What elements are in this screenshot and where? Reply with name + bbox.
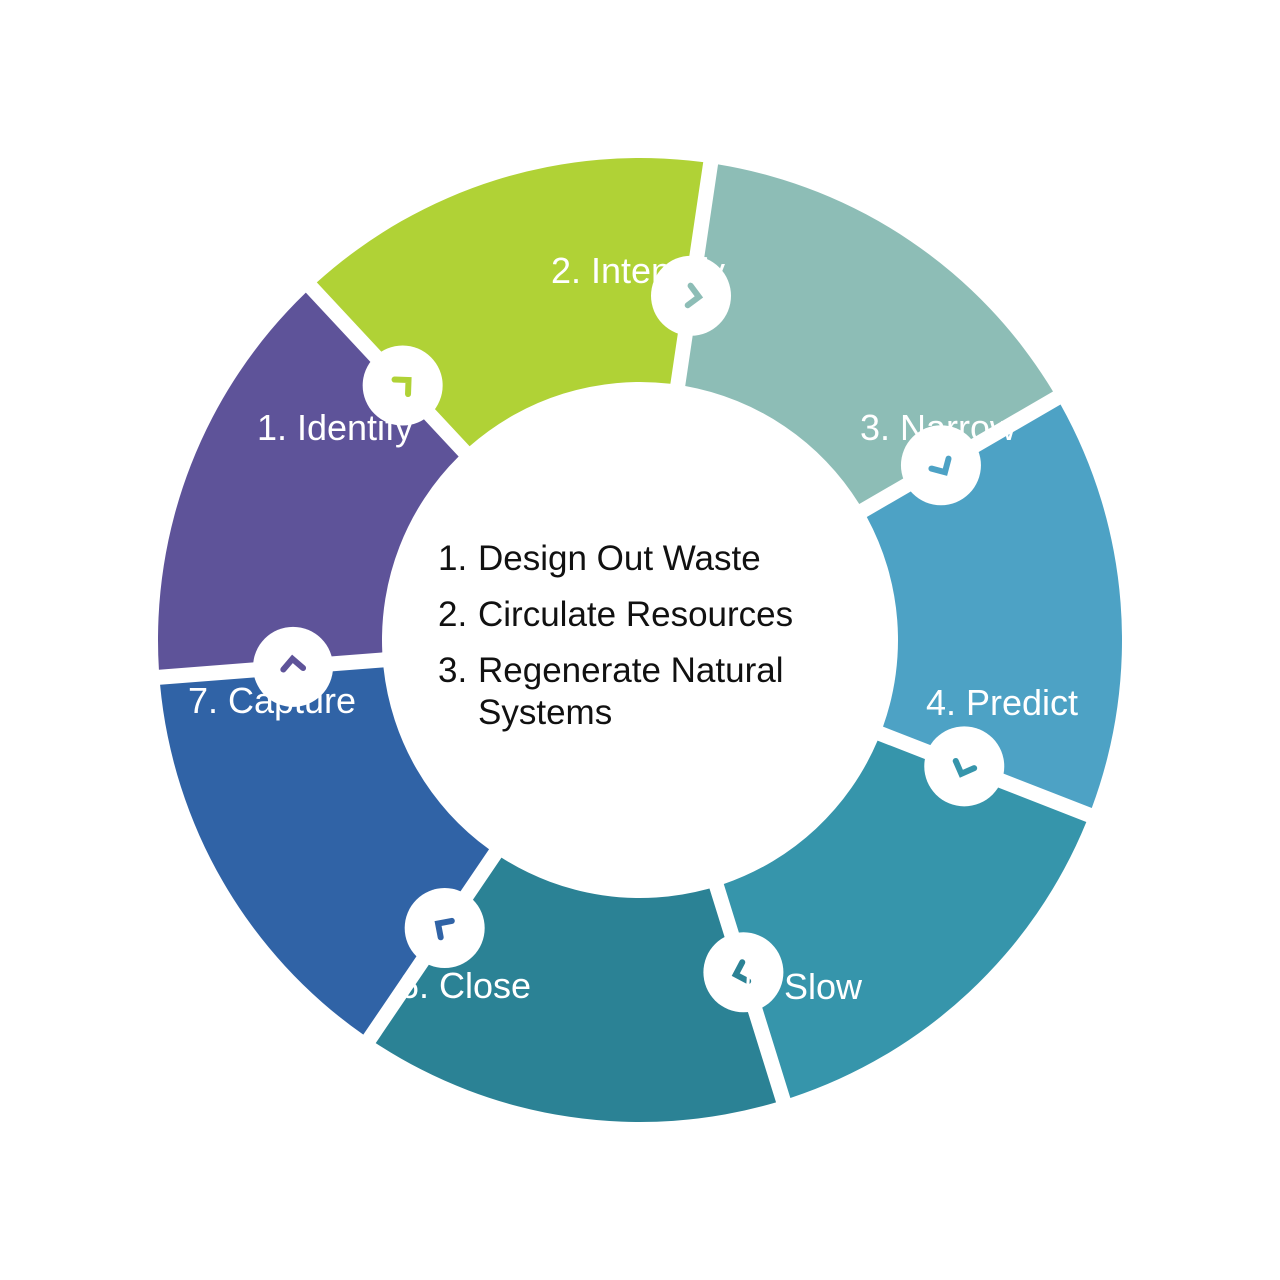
- connector-circle: [362, 345, 443, 426]
- principle-item: 3. Regenerate Natural Systems: [438, 650, 868, 734]
- segments-layer: [158, 158, 1122, 1123]
- principle-number: 2.: [438, 595, 468, 634]
- connector-circle: [404, 888, 485, 969]
- chevron-icon: [391, 376, 412, 398]
- chevron-icon: [280, 654, 307, 673]
- principle-item: 1. Design Out Waste: [438, 538, 868, 580]
- segment-predict: [723, 740, 1087, 1098]
- labels-layer: 1. Identify 2. Intensify 3. Narrow 4. Pr…: [188, 250, 1078, 1007]
- connector-circle: [703, 932, 784, 1013]
- connector-arrow-icon: [362, 345, 443, 426]
- segment-narrow: [866, 404, 1122, 808]
- principle-number: 1.: [438, 539, 468, 578]
- connector-circle: [651, 255, 732, 336]
- connector-circle: [900, 425, 981, 506]
- principles-list: 1. Design Out Waste 2. Circulate Resourc…: [438, 538, 868, 748]
- segment-label-capture: 7. Capture: [188, 680, 356, 721]
- principle-text: Circulate Resources: [478, 595, 794, 634]
- segment-intensify: [685, 164, 1054, 505]
- chevron-icon: [731, 959, 752, 985]
- connector-arrow-icon: [900, 425, 981, 506]
- segment-label-slow: 5. Slow: [744, 966, 863, 1007]
- principle-text: Design Out Waste: [478, 539, 761, 578]
- principle-item: 2. Circulate Resources: [438, 594, 868, 636]
- connector-arrow-icon: [253, 626, 334, 707]
- chevron-icon: [928, 455, 952, 476]
- chevron-icon: [434, 917, 455, 941]
- connectors-layer: [253, 255, 1005, 1013]
- principle-text: Regenerate Natural Systems: [478, 651, 784, 732]
- connector-arrow-icon: [651, 255, 732, 336]
- connector-arrow-icon: [924, 726, 1005, 807]
- chevron-icon: [684, 282, 704, 309]
- segment-label-predict: 4. Predict: [926, 682, 1078, 723]
- center-disc: [388, 388, 892, 892]
- principle-number: 3.: [438, 651, 468, 690]
- chevron-icon: [952, 757, 978, 778]
- segment-label-identify: 1. Identify: [257, 407, 413, 448]
- segment-label-intensify: 2. Intensify: [551, 250, 725, 291]
- connector-arrow-icon: [404, 888, 485, 969]
- connector-circle: [924, 726, 1005, 807]
- segment-label-narrow: 3. Narrow: [860, 407, 1017, 448]
- connector-arrow-icon: [703, 932, 784, 1013]
- connector-circle: [253, 626, 334, 707]
- segment-close: [160, 667, 490, 1035]
- segment-label-close: 6. Close: [399, 965, 531, 1006]
